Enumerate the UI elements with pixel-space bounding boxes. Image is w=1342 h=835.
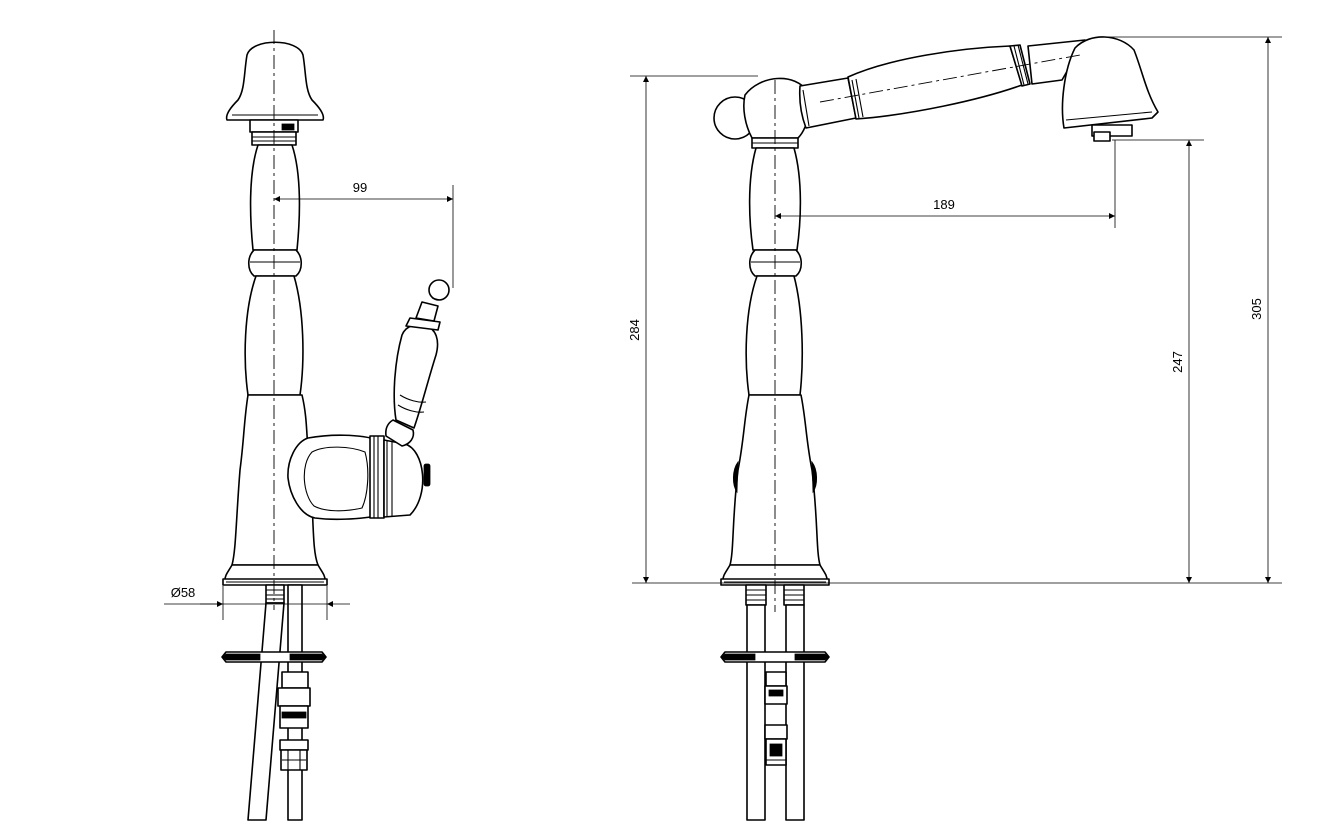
dim-text-247: 247 [1170,351,1185,373]
dim-base-diameter: Ø58 [164,585,350,620]
dim-text-189: 189 [933,197,955,212]
dim-spout-reach: 189 [775,140,1116,228]
dim-spout-height: 284 [627,75,758,583]
front-swivel-head [713,77,811,149]
front-spray-head [1061,36,1159,142]
side-view: 99 Ø58 [164,30,454,821]
side-lever-handle [385,279,450,447]
front-body [720,275,830,586]
front-mounting-kit [720,584,830,821]
side-mounting-kit [221,584,327,821]
dim-outlet-height: 247 [1112,139,1204,583]
side-top-cap [225,41,325,146]
side-valve-housing [287,434,431,521]
dim-total-height: 305 [1100,36,1282,583]
dim-text-305: 305 [1249,298,1264,320]
front-spout [798,39,1086,129]
dim-text-diameter: Ø58 [171,585,196,600]
side-body [222,275,328,586]
dim-text-99: 99 [353,180,367,195]
dim-lever-reach: 99 [274,180,454,288]
front-spout-axis [819,54,1081,103]
side-upper-column [247,144,303,277]
dim-text-284: 284 [627,319,642,341]
front-view: 284 189 247 305 [627,36,1282,821]
